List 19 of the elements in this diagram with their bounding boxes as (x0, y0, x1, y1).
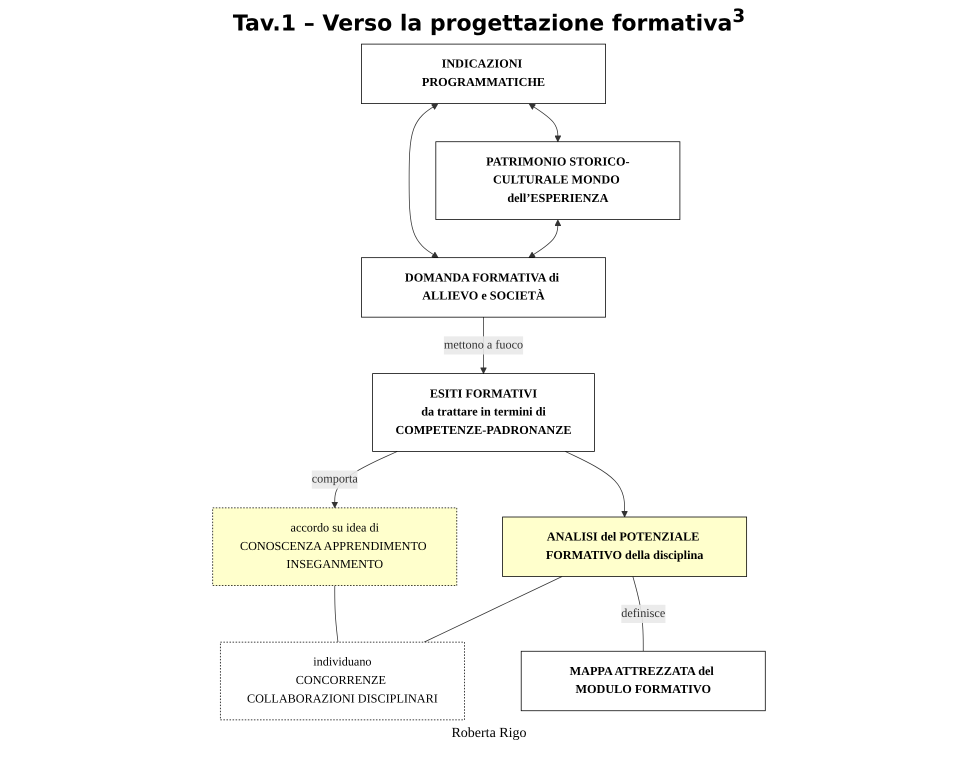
author-note: Roberta Rigo (450, 726, 528, 742)
edge-label: definisce (621, 607, 666, 620)
node-box: INDICAZIONI PROGRAMMATICHE (361, 44, 606, 104)
node-box: individuano CONCORRENZE COLLABORAZIONI DISCIPLINARI (220, 642, 465, 721)
node-box: MAPPA ATTREZZATA del MODULO FORMATIVO (520, 651, 766, 712)
node-box: DOMANDA FORMATIVA di ALLIEVO e SOCIETÀ (361, 258, 606, 318)
edge-label: mettono a fuoco (444, 338, 524, 352)
node-box: accordo su idea di CONOSCENZA APPRENDIMENTO INSEGANMENTO (212, 508, 458, 586)
node-box: PATRIMONIO STORICO-CULTURALE MONDO dell’ESPERIENZA (435, 142, 680, 220)
edge-label: comporta (312, 473, 358, 486)
connector (424, 576, 562, 643)
connector (334, 586, 338, 643)
arrow (528, 104, 562, 142)
diagram-title: Tav.1 – Verso la progettazione formativa$^{3}$ (232, 6, 746, 36)
node-box: ANALISI del POTENZIALE FORMATIVO della disciplina (502, 516, 748, 578)
node-box: ESITI FORMATIVI da trattare in termini di COMPETENZE-PADRONANZE (372, 374, 595, 452)
arrow (408, 104, 438, 258)
arrow (528, 220, 562, 258)
arrow (564, 451, 628, 518)
